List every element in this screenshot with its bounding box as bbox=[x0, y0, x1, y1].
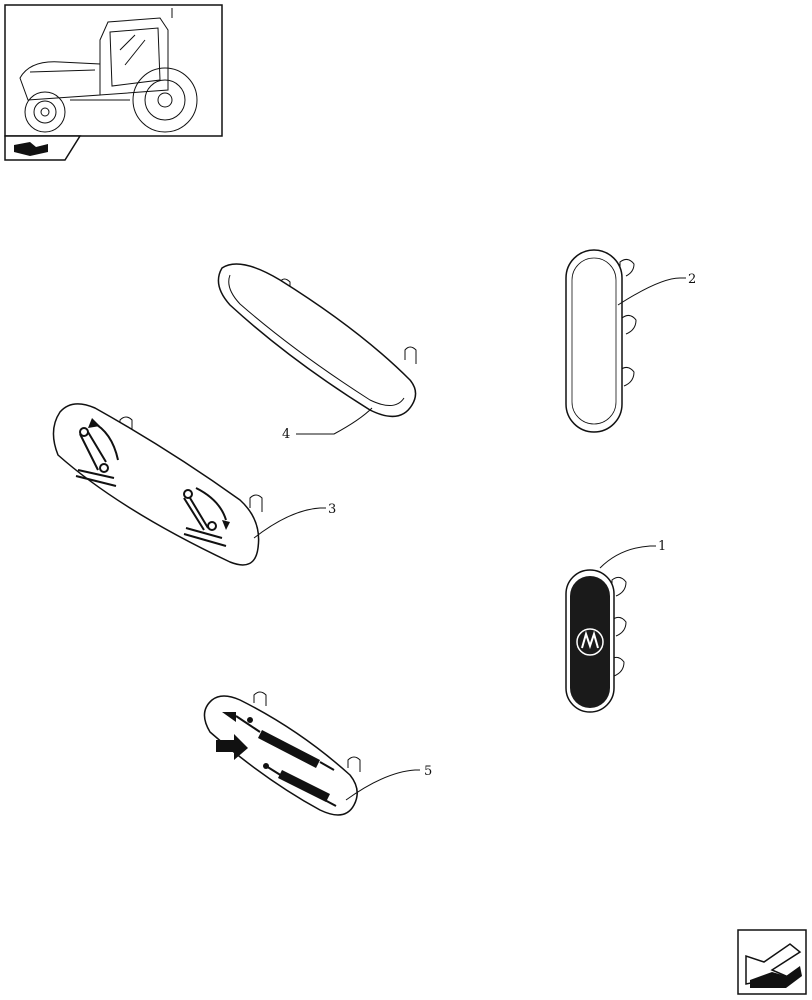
callout-part-4: 4 bbox=[282, 427, 290, 442]
extend-arrow-icon bbox=[216, 734, 337, 807]
brand-logo-icon bbox=[576, 628, 604, 656]
plate-part-4 bbox=[217, 263, 417, 418]
retract-arrow-icon bbox=[222, 712, 335, 771]
book-arrow-icon[interactable] bbox=[4, 135, 82, 161]
plate-part-3 bbox=[52, 403, 263, 566]
lift-arm-up-icon bbox=[75, 418, 119, 487]
tractor-thumbnail-icon[interactable] bbox=[4, 4, 223, 137]
plate-part-5 bbox=[203, 691, 361, 816]
next-page-arrow-icon[interactable] bbox=[737, 929, 807, 995]
callout-part-3: 3 bbox=[328, 502, 336, 517]
leader-lines bbox=[253, 277, 686, 801]
plate-part-2 bbox=[565, 249, 637, 433]
lift-arm-down-icon bbox=[183, 487, 230, 547]
callout-part-1: 1 bbox=[658, 539, 666, 554]
callout-part-5: 5 bbox=[424, 764, 432, 779]
plate-part-1 bbox=[565, 569, 627, 713]
callout-part-2: 2 bbox=[688, 272, 696, 287]
